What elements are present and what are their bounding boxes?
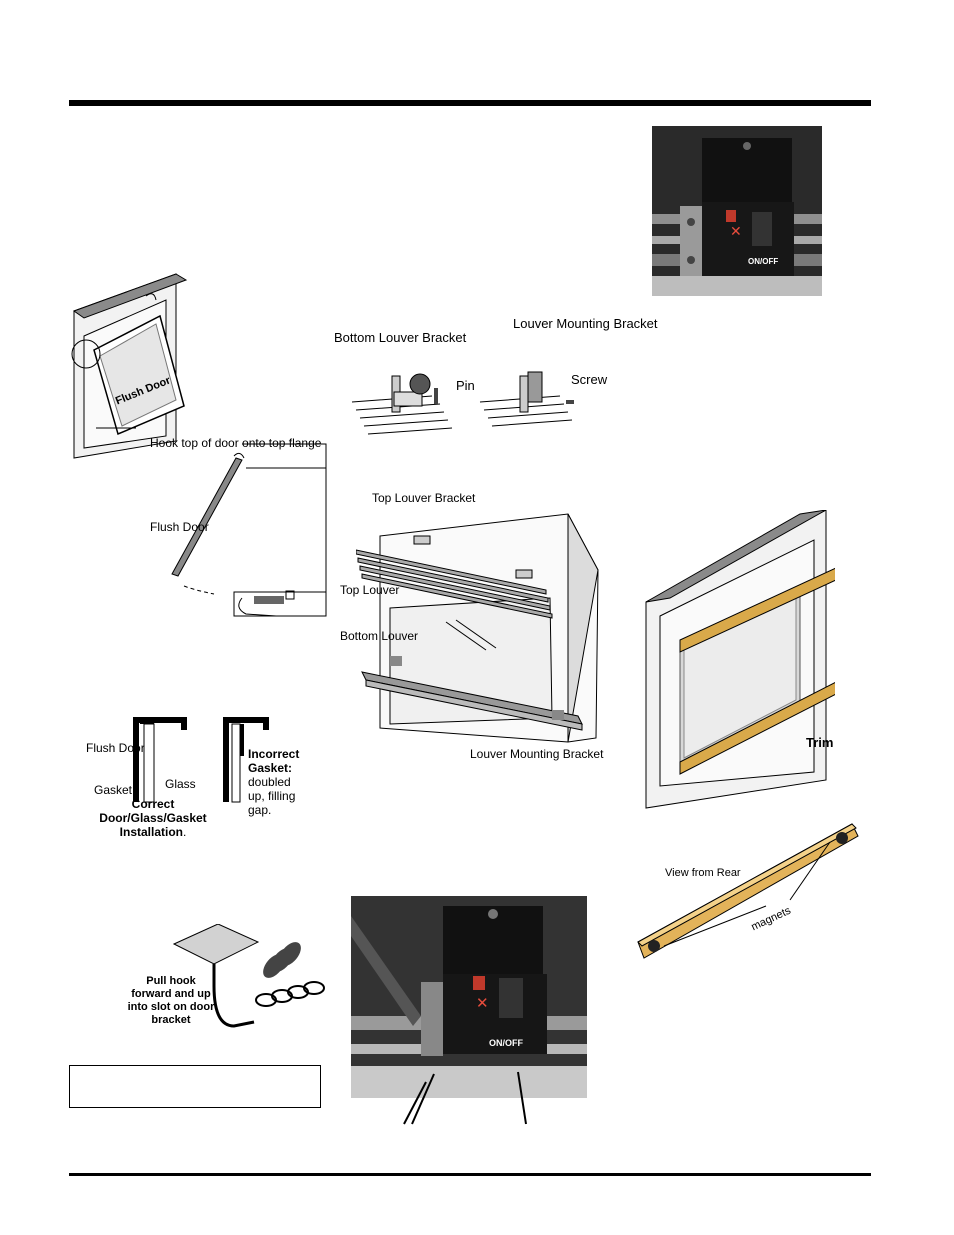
hook-flush-door-label: Flush Door	[150, 520, 209, 534]
bottom-louver-bracket-label: Bottom Louver Bracket	[334, 330, 467, 345]
switch-label-top: ON/OFF	[748, 257, 778, 266]
flush-door-figure: Flush Door	[66, 266, 196, 461]
view-from-rear-label: View from Rear	[665, 867, 741, 879]
gasket-label: Gasket	[94, 783, 133, 797]
note-box	[69, 1065, 321, 1108]
hook-chain-figure	[170, 924, 330, 1044]
trim-rear-figure	[634, 818, 864, 968]
incorrect-gasket-label: Incorrect Gasket: doubled up, filling ga…	[248, 747, 308, 817]
incorrect-gasket-body: doubled up, filling gap.	[248, 775, 296, 817]
hook-slot-caption: Pull hook forward and up into slot on do…	[127, 975, 215, 1026]
hook-instruction-label: Hook top of door onto top flange	[150, 436, 322, 450]
trim-frame-figure	[640, 510, 835, 810]
footer-rule	[69, 1173, 871, 1176]
bottom-louver-label: Bottom Louver	[340, 629, 419, 643]
switch-label-bottom: ON/OFF	[489, 1038, 523, 1048]
louver-mounting-bracket-label: Louver Mounting Bracket	[513, 316, 658, 331]
correct-installation-text: Correct Door/Glass/Gasket Installation	[99, 797, 207, 839]
svg-text:✕: ✕	[476, 994, 489, 1012]
header-rule	[69, 100, 871, 106]
louver-bracket-detail	[348, 362, 588, 442]
switch-photo-top: ✕ ON/OFF	[652, 126, 822, 296]
svg-text:✕: ✕	[730, 224, 742, 240]
top-louver-label: Top Louver	[340, 583, 400, 597]
louver-install-figure	[356, 510, 606, 770]
glass-label: Glass	[165, 777, 196, 791]
correct-installation-label: Correct Door/Glass/Gasket Installation.	[88, 797, 218, 839]
incorrect-gasket-title: Incorrect Gasket:	[248, 747, 300, 775]
gasket-flush-door-label: Flush Door	[86, 741, 145, 755]
pin-label: Pin	[456, 378, 475, 393]
top-louver-bracket-label: Top Louver Bracket	[372, 491, 476, 505]
gasket-correct-figure	[130, 716, 190, 806]
trim-label: Trim	[806, 735, 834, 750]
switch-photo-bottom: ✕ ON/OFF	[351, 896, 587, 1098]
louver-mounting-bracket-label-2: Louver Mounting Bracket	[470, 747, 604, 761]
screw-label: Screw	[571, 372, 608, 387]
gasket-incorrect-figure	[220, 716, 270, 806]
hook-door-figure: Hook top of door onto top flange Flush D…	[150, 436, 330, 621]
photo-pointer-lines	[398, 1070, 538, 1130]
correct-installation-suffix: .	[183, 825, 187, 839]
